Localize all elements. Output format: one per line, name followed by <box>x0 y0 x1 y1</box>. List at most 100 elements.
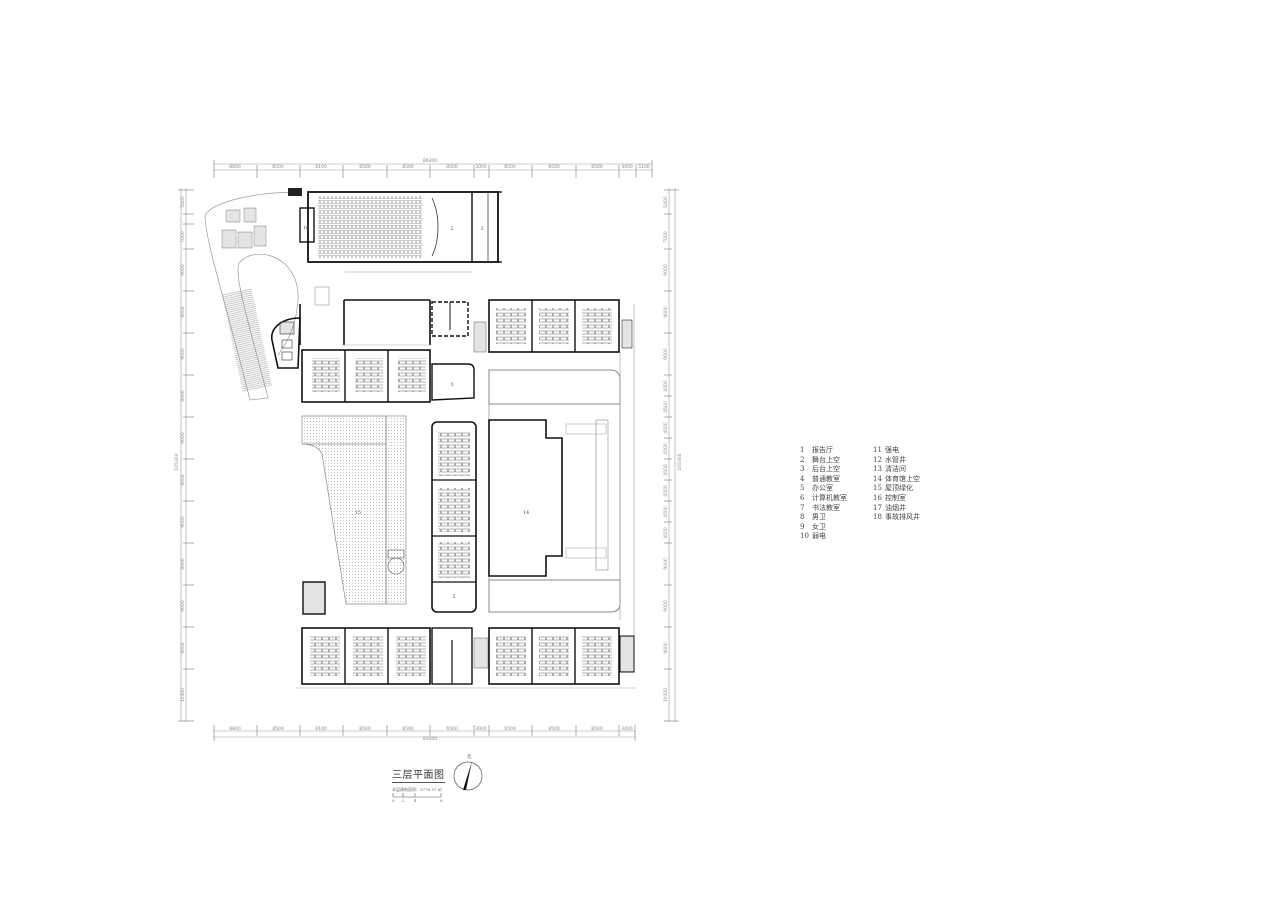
svg-text:8500: 8500 <box>591 164 603 170</box>
svg-text:4500: 4500 <box>663 401 669 413</box>
svg-text:5: 5 <box>450 382 453 388</box>
svg-text:9000: 9000 <box>180 600 186 612</box>
svg-text:8500: 8500 <box>359 164 371 170</box>
svg-text:9000: 9000 <box>180 558 186 570</box>
svg-text:9000: 9000 <box>663 348 669 360</box>
svg-text:86300: 86300 <box>423 158 437 164</box>
svg-text:5400: 5400 <box>180 196 186 208</box>
svg-text:4500: 4500 <box>663 527 669 539</box>
scale-label-0: 0 <box>392 798 395 803</box>
svg-text:8500: 8500 <box>272 164 284 170</box>
svg-text:14: 14 <box>523 510 529 516</box>
svg-text:3000: 3000 <box>475 726 487 732</box>
svg-text:4500: 4500 <box>663 422 669 434</box>
svg-text:3: 3 <box>480 226 483 232</box>
gymnasium-void: 14 <box>488 304 635 660</box>
svg-text:4500: 4500 <box>663 506 669 518</box>
scale-label-2: 2 <box>402 798 405 803</box>
west-wing: 5 <box>299 299 475 403</box>
svg-text:4500: 4500 <box>663 380 669 392</box>
scale-bar <box>392 793 442 798</box>
curved-ramp-structure <box>204 191 301 401</box>
right-dimension-labels: 105300 5400 7000 9000 9000 9000 4500 450… <box>663 196 683 702</box>
svg-text:6500: 6500 <box>504 726 516 732</box>
svg-text:9000: 9000 <box>180 642 186 654</box>
svg-text:15: 15 <box>355 510 361 516</box>
left-dimension-labels: 105300 5400 7000 9000 9000 9000 9000 900… <box>174 196 186 702</box>
svg-text:8800: 8800 <box>229 164 241 170</box>
svg-text:3400: 3400 <box>621 164 633 170</box>
south-classrooms <box>296 627 636 689</box>
svg-text:2: 2 <box>450 226 453 232</box>
svg-text:7000: 7000 <box>180 231 186 243</box>
svg-text:8100: 8100 <box>315 726 327 732</box>
stair-core-south-west <box>302 581 326 615</box>
north-east-classrooms <box>473 299 633 353</box>
svg-text:16: 16 <box>303 225 309 231</box>
svg-text:8500: 8500 <box>548 164 560 170</box>
svg-text:9000: 9000 <box>180 432 186 444</box>
svg-text:83200: 83200 <box>423 736 437 742</box>
top-dimension-labels: 86300 8800 8500 8100 8500 8500 8500 3000… <box>229 158 650 170</box>
auditorium-block: 16 2 3 <box>288 188 502 273</box>
north-arrow-icon: 北 <box>453 753 483 791</box>
svg-text:8500: 8500 <box>402 726 414 732</box>
svg-text:9000: 9000 <box>180 306 186 318</box>
drawing-title-block: 三层平面图 本层建筑面积：3776.57 ㎡ <box>392 766 445 793</box>
svg-text:4500: 4500 <box>663 443 669 455</box>
svg-text:10300: 10300 <box>663 688 669 702</box>
svg-text:105300: 105300 <box>174 453 180 470</box>
roof-element <box>314 286 330 306</box>
svg-text:10300: 10300 <box>180 688 186 702</box>
svg-text:105300: 105300 <box>677 453 683 470</box>
stair-core-west <box>271 317 301 369</box>
svg-text:3000: 3000 <box>475 164 487 170</box>
svg-text:9000: 9000 <box>663 558 669 570</box>
svg-text:8800: 8800 <box>229 726 241 732</box>
svg-text:5100: 5100 <box>638 164 650 170</box>
left-dimension-chain <box>178 188 194 722</box>
svg-text:8500: 8500 <box>591 726 603 732</box>
svg-text:8500: 8500 <box>446 164 458 170</box>
svg-text:8500: 8500 <box>272 726 284 732</box>
central-wing: 5 <box>431 421 477 613</box>
svg-text:9000: 9000 <box>663 306 669 318</box>
svg-text:9000: 9000 <box>180 516 186 528</box>
svg-text:8500: 8500 <box>359 726 371 732</box>
bottom-dimension-labels: 8800 8500 8100 8500 8500 6500 3000 6500 … <box>229 726 633 742</box>
scale-label-4: 4 <box>414 798 417 803</box>
svg-text:8500: 8500 <box>504 164 516 170</box>
svg-text:9000: 9000 <box>663 264 669 276</box>
svg-text:9000: 9000 <box>180 264 186 276</box>
svg-text:北: 北 <box>466 753 471 760</box>
svg-text:9000: 9000 <box>180 348 186 360</box>
svg-text:8500: 8500 <box>548 726 560 732</box>
svg-text:9000: 9000 <box>180 390 186 402</box>
svg-text:5: 5 <box>452 594 455 600</box>
right-dimension-chain <box>664 188 679 722</box>
svg-text:4500: 4500 <box>663 485 669 497</box>
floor-area-note: 本层建筑面积：3776.57 ㎡ <box>392 787 442 792</box>
svg-text:8100: 8100 <box>315 164 327 170</box>
